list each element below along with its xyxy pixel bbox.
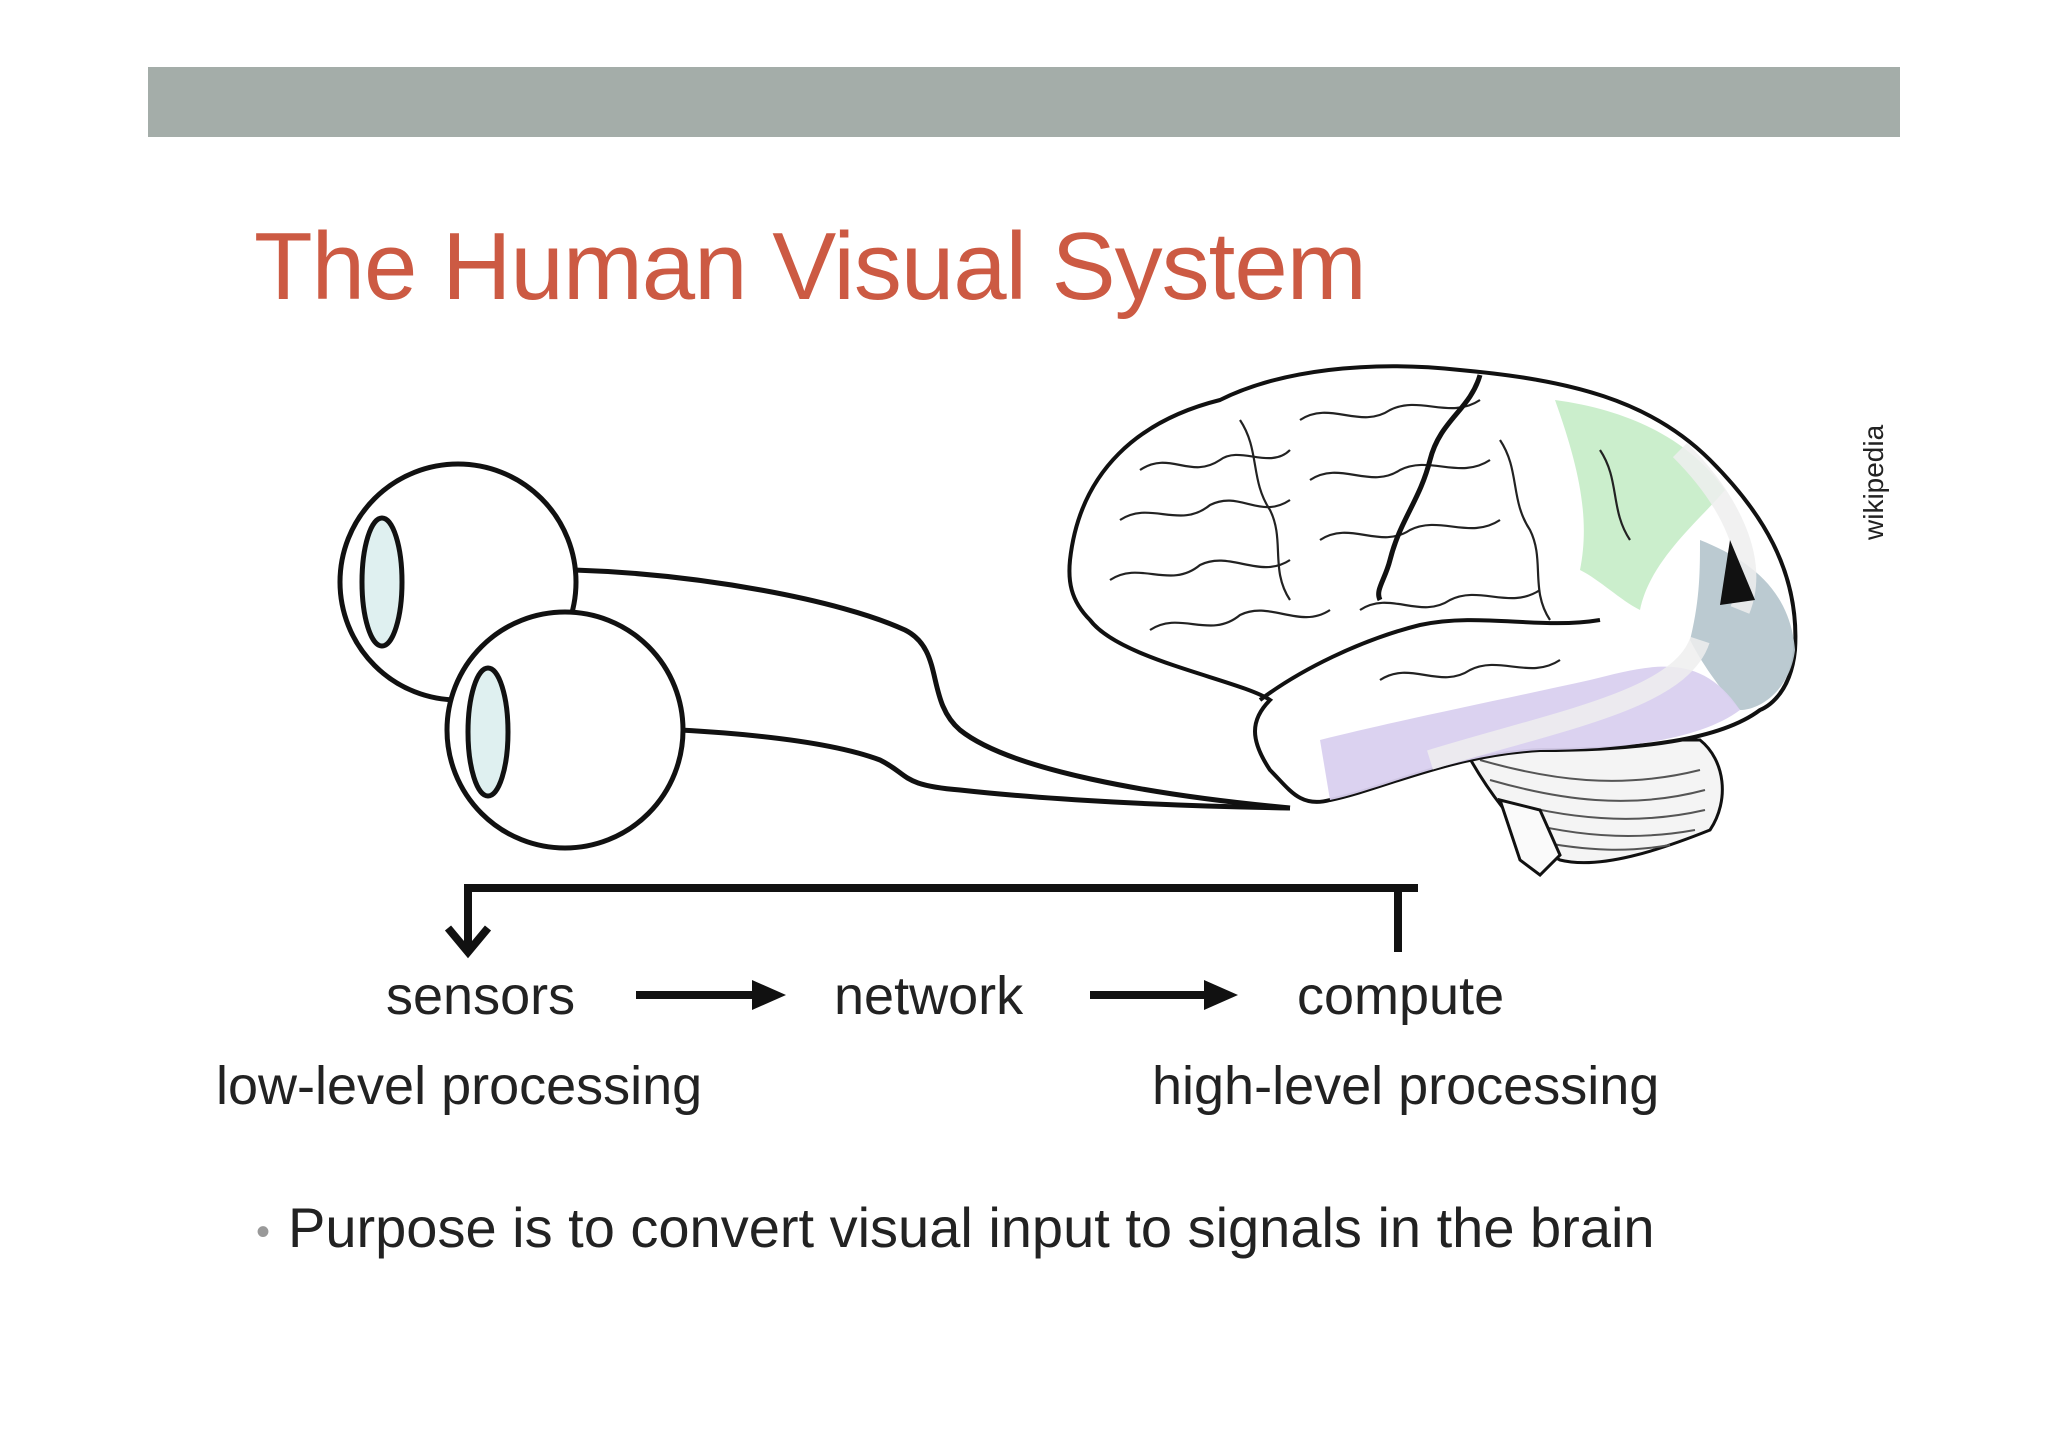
arrow-right-icon <box>636 980 786 1010</box>
optic-nerves <box>573 567 1291 811</box>
feedback-arrow-icon <box>444 884 1418 959</box>
arrow-right-icon <box>1090 980 1238 1010</box>
image-credit: wikipedia <box>1858 424 1889 540</box>
low-level-label: low-level processing <box>216 1056 703 1116</box>
stage-label-network: network <box>834 966 1024 1026</box>
header-bar <box>148 67 1900 137</box>
eye-icon <box>444 609 686 851</box>
bullet-point: • Purpose is to convert visual input to s… <box>256 1195 1655 1260</box>
stage-label-compute: compute <box>1297 966 1505 1026</box>
bullet-text: Purpose is to convert visual input to si… <box>288 1196 1655 1259</box>
slide-title: The Human Visual System <box>254 213 1367 320</box>
bullet-marker: • <box>256 1209 271 1254</box>
stage-label-sensors: sensors <box>386 966 576 1026</box>
brain-icon <box>1067 364 1798 877</box>
high-level-label: high-level processing <box>1152 1056 1660 1116</box>
